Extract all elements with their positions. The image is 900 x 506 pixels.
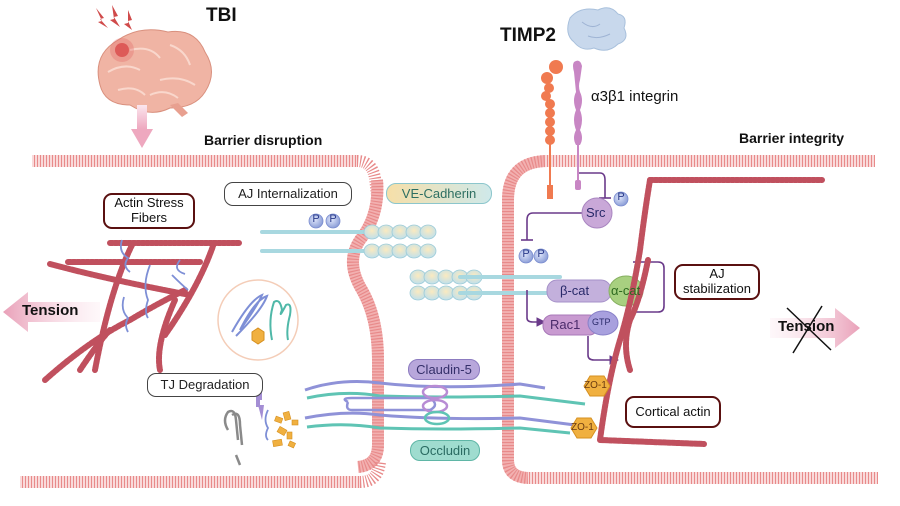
ve-cadherin-left xyxy=(260,230,370,253)
right-cell-membrane xyxy=(502,155,878,484)
alpha-catenin-label: α-cat xyxy=(611,283,641,298)
phospho-left-1-label: P xyxy=(312,213,320,225)
tight-junction-strands xyxy=(304,380,586,435)
cortical-actin xyxy=(597,177,825,447)
actin-stress-fibers-line2: Fibers xyxy=(130,210,168,225)
phospho-right-2-label: P xyxy=(537,248,545,260)
cadherin-domain-bead xyxy=(419,243,437,259)
tension-left-label: Tension xyxy=(22,302,79,319)
tj-degradation-debris xyxy=(223,393,299,466)
phospho-left-2-label: P xyxy=(329,213,337,225)
barrier-integrity-heading: Barrier integrity xyxy=(739,130,845,146)
aj-internalization-label: AJ Internalization xyxy=(224,182,352,206)
claudin5-label: Claudin-5 xyxy=(408,359,480,380)
tj-degradation-arrow xyxy=(256,392,262,400)
ve-cadherin-right xyxy=(458,275,562,295)
cadherin-domain-bead xyxy=(419,224,437,240)
phospho-left xyxy=(308,213,341,229)
phospho-right xyxy=(518,248,549,264)
ve-cadherin-label: VE-Cadherin xyxy=(386,183,492,204)
occludin-label: Occludin xyxy=(410,440,480,461)
tbi-title: TBI xyxy=(206,5,237,26)
rac1-label: Rac1 xyxy=(550,317,581,332)
timp2-title: TIMP2 xyxy=(500,25,556,46)
aj-stabilization-line2: stabilization xyxy=(683,281,751,296)
actin-stress-fibers-label: Actin Stress Fibers xyxy=(103,193,195,229)
tension-right-label: Tension xyxy=(778,318,835,335)
src-phospho-label: P xyxy=(617,191,625,203)
left-cell-membrane xyxy=(20,155,386,488)
lightning-icon xyxy=(96,5,132,30)
integrin-label: α3β1 integrin xyxy=(591,88,679,105)
aj-stabilization-label: AJ stabilization xyxy=(674,264,760,300)
beta-catenin-label: β-cat xyxy=(560,283,590,298)
myosin-crosslinks xyxy=(119,239,189,333)
src-kinase xyxy=(581,191,629,229)
barrier-disruption-heading: Barrier disruption xyxy=(204,132,323,148)
zo1-lower-label: ZO-1 xyxy=(571,422,594,433)
tension-right-arrow xyxy=(770,308,860,348)
cortical-actin-label: Cortical actin xyxy=(625,396,721,428)
phospho-right-1-label: P xyxy=(522,248,530,260)
ve-cadherin-beads xyxy=(363,224,483,301)
zo1-upper-label: ZO-1 xyxy=(584,380,607,391)
aj-stabilization-line1: AJ xyxy=(709,266,725,281)
timp2-protein-icon xyxy=(567,7,627,51)
brain-icon xyxy=(97,29,212,117)
actin-stress-fibers-line1: Actin Stress xyxy=(114,195,184,210)
down-arrow-icon xyxy=(131,105,153,148)
pathway-lines xyxy=(521,172,665,365)
tj-degradation-label: TJ Degradation xyxy=(147,373,263,397)
degradation-vesicle xyxy=(217,279,299,361)
integrin-alpha3 xyxy=(541,60,563,199)
zo1-proteins xyxy=(570,375,611,439)
src-label: Src xyxy=(586,205,606,220)
tension-left-arrow xyxy=(3,292,100,332)
cross-out-icon xyxy=(786,305,832,354)
integrin-beta1 xyxy=(573,60,582,190)
gtp-label: GTP xyxy=(592,317,611,327)
